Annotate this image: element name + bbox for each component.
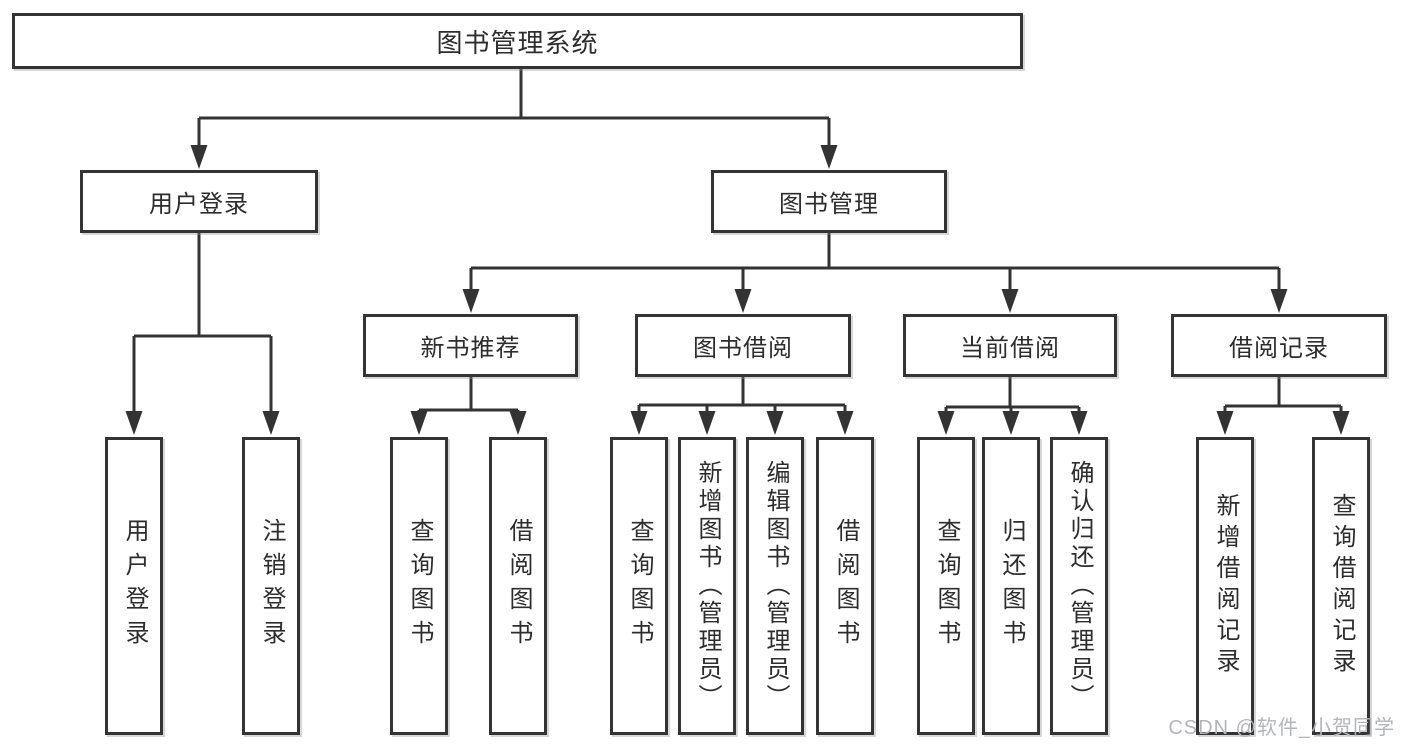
node-query-books-current: 查询图书: [917, 437, 975, 735]
arrowheads: [125, 145, 1350, 435]
node-edit-books-admin: 编辑图书（管理员）: [746, 437, 804, 735]
watermark-text: CSDN @软件_小贺同学: [1168, 717, 1395, 739]
node-borrow-books-borrowing: 借阅图书: [816, 437, 874, 735]
node-borrow-books-recommend: 借阅图书: [489, 437, 547, 735]
node-book-management: 图书管理: [711, 170, 947, 233]
node-label: 借阅图书: [505, 518, 532, 654]
node-library-management-system: 图书管理系统: [12, 13, 1023, 69]
node-user-login-action: 用户登录: [105, 437, 163, 735]
node-confirm-return-admin: 确认归还（管理员）: [1050, 437, 1108, 735]
node-logout-action: 注销登录: [242, 437, 300, 735]
node-borrowing-records: 借阅记录: [1171, 314, 1387, 377]
node-user-login: 用户登录: [80, 170, 318, 233]
tree-edges: [132, 69, 1343, 414]
node-query-books-recommend: 查询图书: [390, 437, 448, 735]
node-label: 查询借阅记录: [1328, 493, 1355, 679]
node-label: 查询图书: [406, 518, 433, 654]
node-label: 编辑图书（管理员）: [762, 460, 789, 712]
node-label: 新增图书（管理员）: [694, 460, 721, 712]
node-query-books-borrowing: 查询图书: [610, 437, 668, 735]
node-label: 查询图书: [933, 518, 960, 654]
node-label: 确认归还（管理员）: [1066, 460, 1093, 712]
node-new-book-recommendation: 新书推荐: [363, 314, 578, 377]
node-add-borrow-record: 新增借阅记录: [1196, 437, 1254, 735]
node-return-books: 归还图书: [982, 437, 1040, 735]
node-add-books-admin: 新增图书（管理员）: [678, 437, 736, 735]
node-label: 注销登录: [258, 518, 285, 654]
node-query-borrow-record: 查询借阅记录: [1312, 437, 1370, 735]
node-label: 用户登录: [121, 518, 148, 654]
node-label: 借阅图书: [832, 518, 859, 654]
node-current-borrowing: 当前借阅: [903, 314, 1117, 377]
node-label: 归还图书: [998, 518, 1025, 654]
node-book-borrowing: 图书借阅: [635, 314, 851, 377]
node-label: 查询图书: [626, 518, 653, 654]
node-label: 新增借阅记录: [1212, 493, 1239, 679]
